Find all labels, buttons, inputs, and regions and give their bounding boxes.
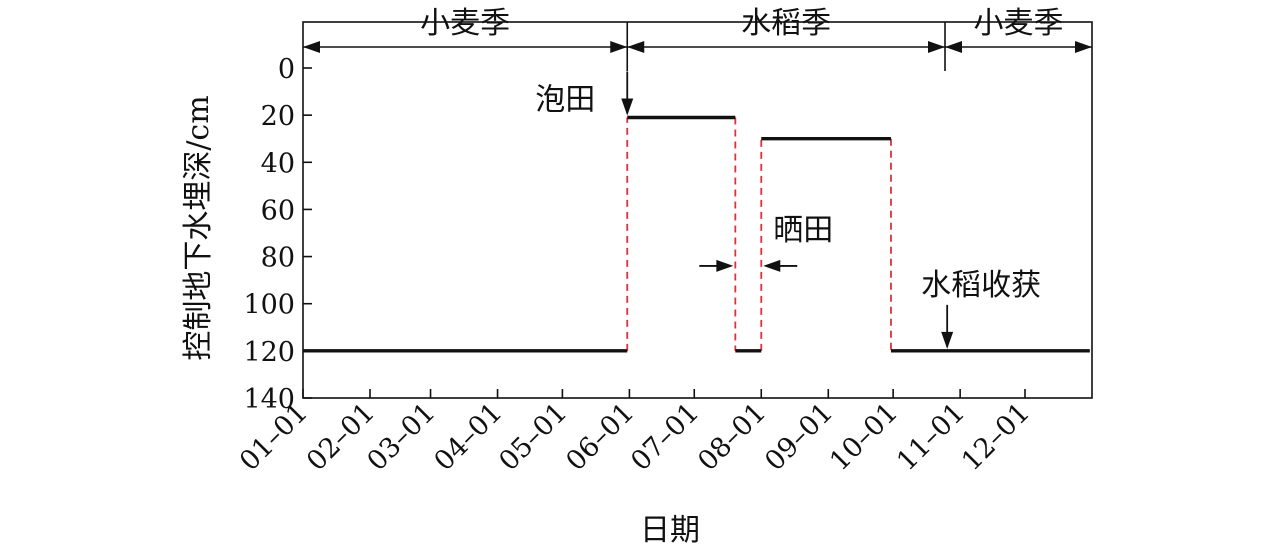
x-axis-label: 日期 bbox=[640, 513, 700, 548]
plot-frame bbox=[302, 21, 1093, 399]
soak-arrow-head bbox=[621, 98, 634, 116]
y-tick-label: 0 bbox=[278, 54, 295, 85]
x-tick-label: 10–01 bbox=[824, 397, 904, 477]
season-label: 小麦季 bbox=[974, 6, 1064, 41]
season-arrow-head-right bbox=[1075, 41, 1092, 53]
season-arrow-head-right bbox=[928, 41, 946, 53]
x-tick-label: 04–01 bbox=[428, 397, 508, 477]
annotation-dry-label: 晒田 bbox=[773, 213, 833, 248]
season-arrow-head-right bbox=[610, 41, 628, 53]
harvest-arrow-head bbox=[941, 331, 954, 349]
x-tick-label: 05–01 bbox=[493, 397, 573, 477]
dashed-transition-layer bbox=[626, 117, 892, 351]
y-axis-label: 控制地下水埋深/cm bbox=[181, 95, 216, 360]
x-tick-label: 12–01 bbox=[956, 397, 1036, 477]
season-arrow-head-left bbox=[945, 41, 963, 53]
dry-arrow-left-head bbox=[716, 259, 734, 272]
season-arrow-head-left bbox=[627, 41, 645, 53]
annotation-soak-label: 泡田 bbox=[535, 83, 595, 118]
x-tick-label: 11–01 bbox=[891, 397, 971, 477]
y-tick-label: 120 bbox=[243, 337, 295, 368]
season-arrow-head-left bbox=[303, 41, 320, 53]
season-label: 小麦季 bbox=[420, 6, 510, 41]
x-tick-label: 03–01 bbox=[361, 397, 441, 477]
x-tick-label: 06–01 bbox=[560, 397, 640, 477]
series-line-layer bbox=[303, 115, 1090, 353]
y-tick-label: 20 bbox=[261, 101, 295, 132]
x-tick-label: 02–01 bbox=[301, 397, 381, 477]
x-tick-label: 08–01 bbox=[692, 397, 772, 477]
annotation-harvest-label: 水稻收获 bbox=[921, 268, 1041, 303]
x-tick-label: 07–01 bbox=[625, 397, 705, 477]
frame-layer bbox=[302, 21, 1093, 399]
dry-arrow-right-head bbox=[763, 259, 781, 272]
season-layer: 小麦季 水稻季 小麦季 bbox=[303, 6, 1092, 71]
season-label: 水稻季 bbox=[741, 6, 831, 41]
y-tick-label: 60 bbox=[261, 195, 295, 226]
y-tick-label: 100 bbox=[243, 290, 295, 321]
y-tick-label: 40 bbox=[261, 148, 295, 179]
y-tick-label: 140 bbox=[243, 384, 295, 415]
x-tick-label: 09–01 bbox=[759, 397, 839, 477]
y-tick-label: 80 bbox=[261, 243, 295, 274]
